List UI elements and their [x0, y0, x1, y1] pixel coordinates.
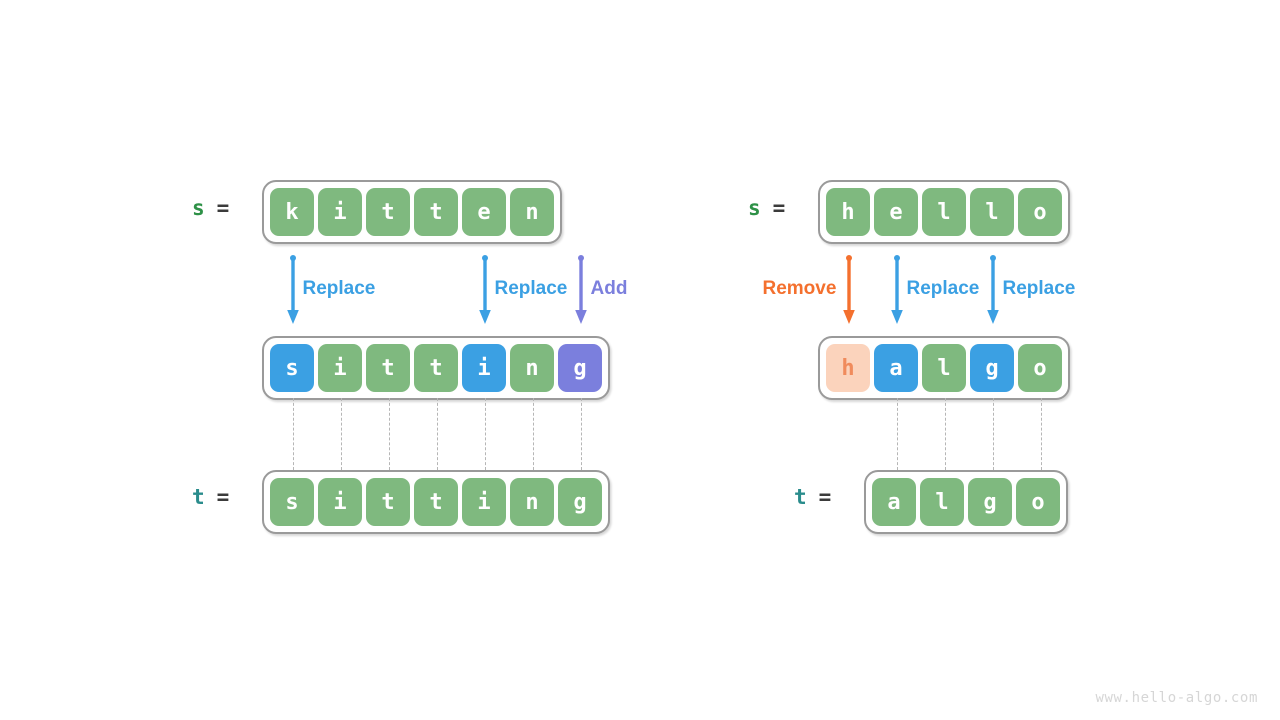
- left-source-cell-1: i: [318, 188, 362, 236]
- left-target-cell-1: i: [318, 478, 362, 526]
- left-connector-6: [580, 398, 582, 470]
- right-target-cell-2: g: [968, 478, 1012, 526]
- left-intermediate-cell-5: n: [510, 344, 554, 392]
- right-arrow-2-replace: [986, 255, 1000, 325]
- left-source-var-label: s=: [192, 196, 229, 220]
- right-target-equals: =: [818, 485, 832, 509]
- watermark: www.hello-algo.com: [1095, 690, 1258, 706]
- left-intermediate-cell-4: i: [462, 344, 506, 392]
- left-target-cell-5: n: [510, 478, 554, 526]
- right-intermediate-cell-1: a: [874, 344, 918, 392]
- right-intermediate-cell-4: o: [1018, 344, 1062, 392]
- right-target-var-label: t=: [794, 485, 831, 509]
- left-target-cell-0: s: [270, 478, 314, 526]
- right-source-equals: =: [772, 196, 786, 220]
- left-connector-3: [436, 398, 438, 470]
- right-arrow-1-replace: [890, 255, 904, 325]
- right-label-2-replace: Replace: [1002, 278, 1076, 299]
- left-connector-1: [340, 398, 342, 470]
- left-connector-2: [388, 398, 390, 470]
- left-label-0-replace: Replace: [302, 278, 376, 299]
- right-source-cell-3: l: [970, 188, 1014, 236]
- right-target-cell-1: l: [920, 478, 964, 526]
- right-source-cell-4: o: [1018, 188, 1062, 236]
- right-source-cell-0: h: [826, 188, 870, 236]
- left-intermediate-cell-3: t: [414, 344, 458, 392]
- left-target-cell-4: i: [462, 478, 506, 526]
- right-intermediate-cell-2: l: [922, 344, 966, 392]
- left-arrow-1-replace: [478, 255, 492, 325]
- left-source-equals: =: [216, 196, 230, 220]
- right-label-1-replace: Replace: [906, 278, 980, 299]
- right-connector-1: [944, 398, 946, 470]
- right-source-cell-2: l: [922, 188, 966, 236]
- right-connector-0: [896, 398, 898, 470]
- right-arrow-0-remove: [842, 255, 856, 325]
- left-arrow-0-replace: [286, 255, 300, 325]
- left-target-var-name: t: [192, 485, 205, 509]
- left-intermediate-cell-1: i: [318, 344, 362, 392]
- left-intermediate-cell-6: g: [558, 344, 602, 392]
- left-intermediate-cell-2: t: [366, 344, 410, 392]
- right-target-cell-3: o: [1016, 478, 1060, 526]
- left-source-cell-0: k: [270, 188, 314, 236]
- left-connector-4: [484, 398, 486, 470]
- left-source-cell-2: t: [366, 188, 410, 236]
- right-source-var-name: s: [748, 196, 761, 220]
- right-label-0-remove: Remove: [762, 278, 837, 299]
- left-source-var-name: s: [192, 196, 205, 220]
- right-target-var-name: t: [794, 485, 807, 509]
- left-label-1-replace: Replace: [494, 278, 568, 299]
- left-intermediate-cell-0: s: [270, 344, 314, 392]
- right-source-cell-1: e: [874, 188, 918, 236]
- right-target-cell-0: a: [872, 478, 916, 526]
- left-target-cell-6: g: [558, 478, 602, 526]
- left-target-cell-3: t: [414, 478, 458, 526]
- left-target-var-label: t=: [192, 485, 229, 509]
- left-arrow-2-add: [574, 255, 588, 325]
- left-label-2-add: Add: [590, 278, 628, 299]
- right-source-var-label: s=: [748, 196, 785, 220]
- right-connector-2: [992, 398, 994, 470]
- left-source-cell-4: e: [462, 188, 506, 236]
- left-connector-0: [292, 398, 294, 470]
- left-source-cell-5: n: [510, 188, 554, 236]
- left-source-cell-3: t: [414, 188, 458, 236]
- left-connector-5: [532, 398, 534, 470]
- right-connector-3: [1040, 398, 1042, 470]
- left-target-equals: =: [216, 485, 230, 509]
- right-intermediate-cell-0: h: [826, 344, 870, 392]
- right-intermediate-cell-3: g: [970, 344, 1014, 392]
- left-target-cell-2: t: [366, 478, 410, 526]
